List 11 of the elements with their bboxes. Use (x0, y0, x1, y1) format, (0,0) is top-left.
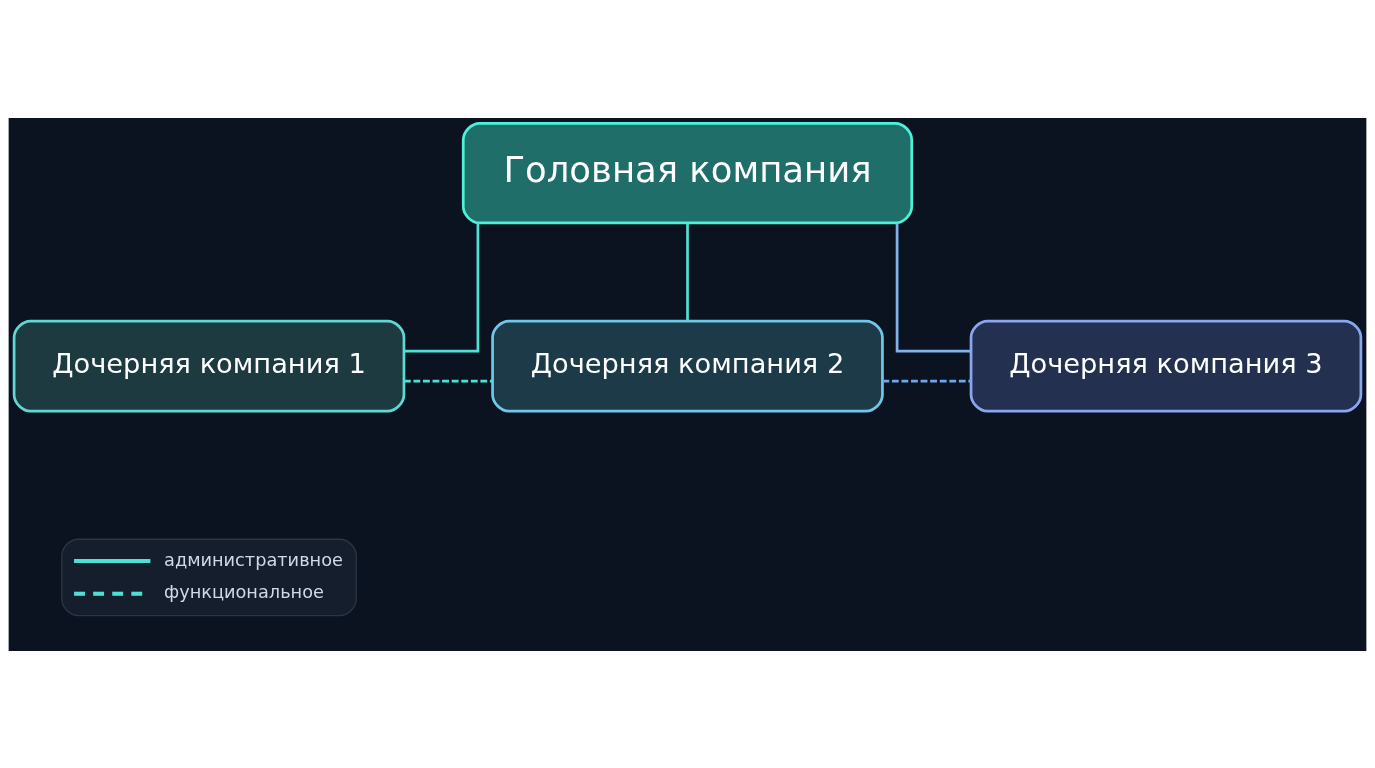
connector (686, 222, 689, 321)
legend-label: административное (164, 549, 343, 570)
legend-label: функциональное (164, 581, 324, 602)
connector (404, 222, 480, 352)
connector (882, 379, 972, 382)
node-box: Дочерняя компания 2 (491, 319, 884, 412)
connector (895, 222, 971, 352)
node-box: Головная компания (461, 121, 914, 224)
node-box: Дочерняя компания 3 (969, 319, 1363, 412)
connector (404, 379, 493, 382)
node-box: Дочерняя компания 1 (12, 319, 406, 412)
